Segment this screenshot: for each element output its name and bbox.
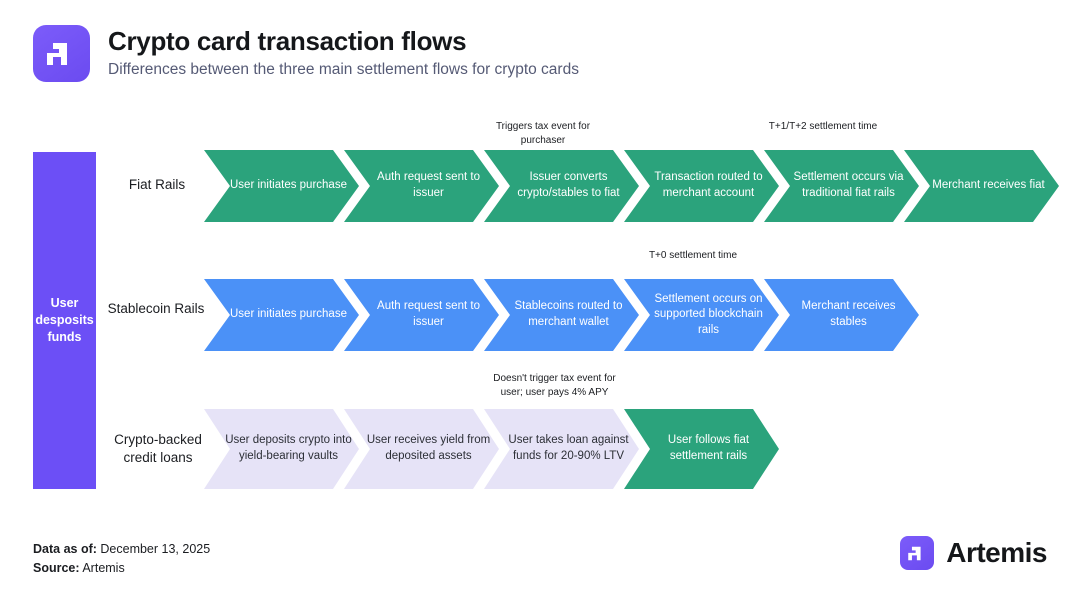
row-label-stablecoin-rails: Stablecoin Rails [107,301,205,316]
page-title: Crypto card transaction flows [108,26,467,56]
flow-step-label: Auth request sent to issuer [377,171,480,199]
flow-step-loan-1[interactable]: User deposits crypto into yield-bearing … [204,409,359,489]
origin-bar-label: User desposits funds [35,296,94,344]
row-note-fiat-tax-event: Triggers tax event for purchaser [495,121,591,146]
flow-step-label: Merchant receives fiat [932,179,1045,192]
page-subtitle: Differences between the three main settl… [108,61,579,79]
flow-step-label: User initiates purchase [230,179,347,192]
flow-step-stablecoin-3[interactable]: Stablecoins routed to merchant wallet [484,279,639,351]
flow-step-fiat-5[interactable]: Settlement occurs via traditional fiat r… [764,150,919,222]
footer-source-value: Artemis [82,561,125,576]
flow-step-loan-3[interactable]: User takes loan against funds for 20-90%… [484,409,639,489]
flow-step-loan-4[interactable]: User follows fiat settlement rails [624,409,779,489]
footer-brand: Artemis [900,536,1047,570]
row-label-fiat-rails: Fiat Rails [128,177,186,192]
page-header: Crypto card transaction flows Difference… [33,25,579,82]
flow-step-label: Settlement occurs on supported blockchai… [654,292,763,336]
flow-step-fiat-3[interactable]: Issuer converts crypto/stables to fiat [484,150,639,222]
flow-step-label: Issuer converts crypto/stables to fiat [517,171,620,199]
flow-step-label: User takes loan against funds for 20-90%… [508,434,629,462]
flow-step-fiat-6[interactable]: Merchant receives fiat [904,150,1059,222]
footer-data-as-of-key: Data as of: [33,542,97,556]
flow-step-label: User initiates purchase [230,308,347,321]
flow-step-stablecoin-2[interactable]: Auth request sent to issuer [344,279,499,351]
flow-step-label: Merchant receives stables [801,300,896,328]
flow-step-stablecoin-5[interactable]: Merchant receives stables [764,279,919,351]
row-label-crypto-backed-credit-loans: Crypto-backed credit loans [114,432,202,465]
artemis-logo-icon [900,536,935,570]
footer-metadata: Data as of: December 13, 2025 Source: Ar… [33,540,210,579]
artemis-logo-icon [33,25,90,82]
flow-step-label: Auth request sent to issuer [377,300,480,328]
footer-source-line: Source: Artemis [33,559,210,578]
footer-source-key: Source: [33,561,80,576]
footer-data-as-of-value: December 13, 2025 [100,542,211,556]
flow-step-stablecoin-1[interactable]: User initiates purchase [204,279,359,351]
row-note-fiat-settlement-time: T+1/T+2 settlement time [768,121,878,132]
flow-step-loan-2[interactable]: User receives yield from deposited asset… [344,409,499,489]
flow-step-label: User deposits crypto into yield-bearing … [225,434,352,462]
flow-step-fiat-2[interactable]: Auth request sent to issuer [344,150,499,222]
header-text-block: Crypto card transaction flows Difference… [108,25,579,80]
row-note-loan-tax-event: Doesn't trigger tax event for user; user… [493,373,616,398]
flow-step-label: Settlement occurs via traditional fiat r… [793,171,904,199]
flow-step-stablecoin-4[interactable]: Settlement occurs on supported blockchai… [624,279,779,351]
flow-step-label: Transaction routed to merchant account [654,171,763,199]
flow-step-label: Stablecoins routed to merchant wallet [514,300,623,328]
flow-step-fiat-1[interactable]: User initiates purchase [204,150,359,222]
footer-data-as-of-line: Data as of: December 13, 2025 [33,540,210,559]
footer-brand-name: Artemis [946,537,1047,568]
flow-step-label: User follows fiat settlement rails [667,434,750,462]
flow-step-fiat-4[interactable]: Transaction routed to merchant account [624,150,779,222]
flow-step-label: User receives yield from deposited asset… [366,434,491,462]
row-note-stablecoin-settlement-time: T+0 settlement time [648,250,738,261]
origin-bar-user-deposits-funds: User desposits funds [33,152,96,489]
